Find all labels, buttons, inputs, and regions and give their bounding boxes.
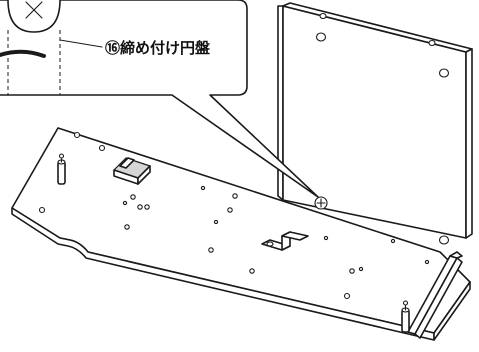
panel-hole <box>438 235 450 245</box>
side-rail <box>407 251 463 339</box>
callout-bubble <box>0 0 319 198</box>
panel-hole <box>319 12 327 20</box>
latch-block <box>113 157 151 185</box>
bracket <box>261 231 309 251</box>
panel-hole <box>315 32 327 42</box>
tightening-disk-part <box>314 196 328 210</box>
callout-detail <box>0 0 103 95</box>
base-holes <box>38 131 430 300</box>
tightening-disk-label: ⑯締め付け円盤 <box>105 39 211 57</box>
back-panel <box>277 2 473 245</box>
right-pin <box>401 300 410 333</box>
left-pin <box>57 153 66 185</box>
panel-hole <box>438 68 450 78</box>
panel-hole <box>428 39 436 47</box>
